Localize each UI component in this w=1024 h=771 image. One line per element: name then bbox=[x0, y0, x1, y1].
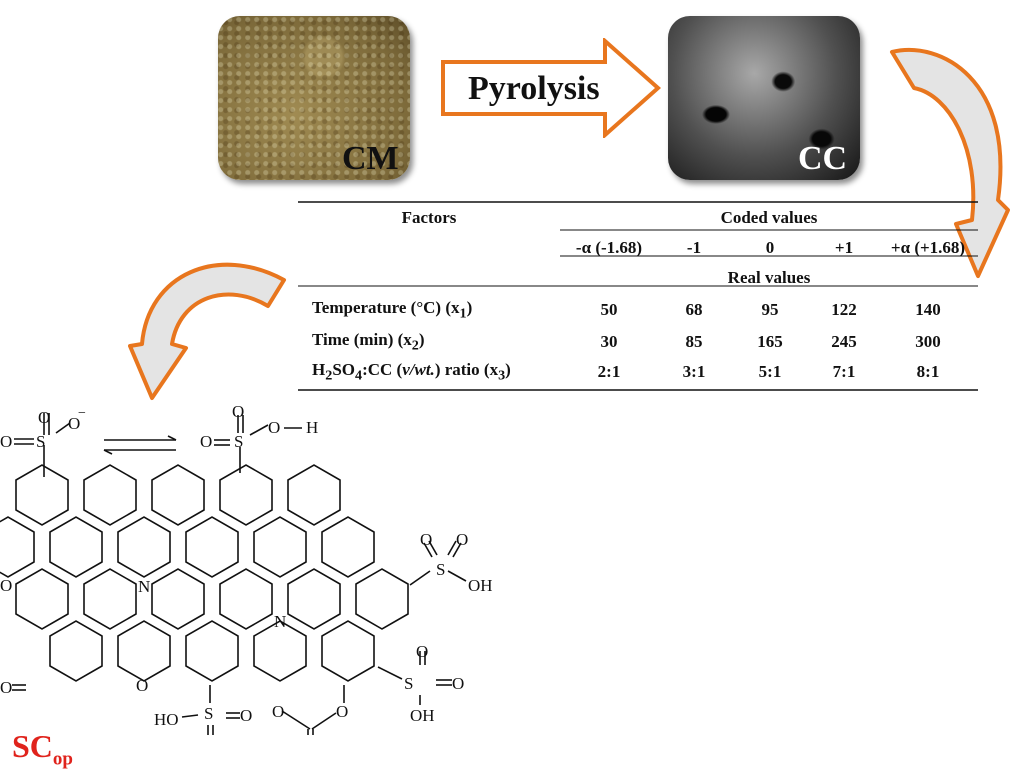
atom-label: O bbox=[200, 432, 212, 451]
factor-label: H2SO4:CC (v/wt.) ratio (x3) bbox=[298, 357, 560, 387]
real-values-row: Real values bbox=[298, 263, 978, 293]
carbon-label: CC bbox=[798, 142, 847, 176]
hexagon-ring bbox=[220, 465, 272, 525]
atom-label: O bbox=[136, 676, 148, 695]
atom-label: O bbox=[336, 702, 348, 721]
hexagon-ring bbox=[118, 517, 170, 577]
table-cell: 122 bbox=[810, 293, 878, 327]
hexagon-ring bbox=[0, 517, 34, 577]
atom-label: O bbox=[0, 678, 12, 697]
table-cell: 50 bbox=[560, 293, 658, 327]
curved-arrow-left bbox=[108, 244, 288, 404]
factor-label: Time (min) (x2) bbox=[298, 327, 560, 357]
atom-label: O bbox=[240, 706, 252, 725]
hexagon-ring bbox=[288, 569, 340, 629]
atom-label: O bbox=[416, 642, 428, 661]
hexagon-ring bbox=[50, 621, 102, 681]
raw-material-label: CM bbox=[342, 142, 399, 176]
table-cell: 245 bbox=[810, 327, 878, 357]
atom-label: O bbox=[0, 432, 12, 451]
table-cell: 68 bbox=[658, 293, 730, 327]
hexagon-ring bbox=[322, 621, 374, 681]
table-row: Time (min) (x2) 30 85 165 245 300 bbox=[298, 327, 978, 357]
atom-label: O bbox=[452, 674, 464, 693]
table-cell: 7:1 bbox=[810, 357, 878, 387]
factors-table: Factors Coded values -α (-1.68) -1 0 +1 … bbox=[298, 203, 978, 387]
atom-label: O bbox=[420, 530, 432, 549]
atom-label: N bbox=[274, 612, 286, 631]
atom-label: O bbox=[232, 402, 244, 421]
hexagon-ring bbox=[322, 517, 374, 577]
factor-label: Temperature (°C) (x1) bbox=[298, 293, 560, 327]
hexagon-ring bbox=[152, 465, 204, 525]
atom-label: OH bbox=[410, 706, 435, 725]
hexagon-ring bbox=[220, 569, 272, 629]
hexagon-ring bbox=[50, 517, 102, 577]
atom-label: OH bbox=[468, 576, 493, 595]
table-cell: 30 bbox=[560, 327, 658, 357]
table-row: H2SO4:CC (v/wt.) ratio (x3) 2:1 3:1 5:1 … bbox=[298, 357, 978, 387]
atom-label: S bbox=[436, 560, 445, 579]
table-row: Temperature (°C) (x1) 50 68 95 122 140 bbox=[298, 293, 978, 327]
atom-label: N bbox=[138, 577, 150, 596]
carbon-photo: CC bbox=[668, 16, 860, 180]
atom-label: O bbox=[456, 530, 468, 549]
hexagon-ring bbox=[16, 569, 68, 629]
real-values-header: Real values bbox=[560, 263, 978, 293]
atom-label: O bbox=[38, 408, 50, 427]
table-cell: 2:1 bbox=[560, 357, 658, 387]
atom-label: S bbox=[404, 674, 413, 693]
atom-charge: − bbox=[78, 406, 86, 421]
atom-label: S bbox=[204, 704, 213, 723]
atom-label: O bbox=[268, 418, 280, 437]
hexagon-ring bbox=[356, 569, 408, 629]
coded-level: -1 bbox=[658, 233, 730, 263]
hexagon-ring bbox=[186, 517, 238, 577]
raw-material-photo: CM bbox=[218, 16, 410, 180]
coded-levels-row: -α (-1.68) -1 0 +1 +α (+1.68) bbox=[298, 233, 978, 263]
factors-header: Factors bbox=[298, 203, 560, 233]
hexagon-ring bbox=[254, 517, 306, 577]
atom-label: HO bbox=[154, 710, 179, 729]
table-cell: 95 bbox=[730, 293, 810, 327]
table-cell: 5:1 bbox=[730, 357, 810, 387]
hexagon-ring bbox=[288, 465, 340, 525]
table-cell: 3:1 bbox=[658, 357, 730, 387]
coded-level: +α (+1.68) bbox=[878, 233, 978, 263]
hexagon-ring bbox=[84, 569, 136, 629]
hexagon-ring bbox=[186, 621, 238, 681]
atom-label: H bbox=[306, 418, 318, 437]
hexagon-lattice bbox=[0, 465, 408, 681]
hexagon-ring bbox=[16, 465, 68, 525]
atom-label: O bbox=[272, 702, 284, 721]
hexagon-ring bbox=[84, 465, 136, 525]
table-cell: 8:1 bbox=[878, 357, 978, 387]
coded-level: -α (-1.68) bbox=[560, 233, 658, 263]
process-label: Pyrolysis bbox=[468, 72, 600, 106]
table-header-row: Factors Coded values bbox=[298, 203, 978, 233]
table-cell: 85 bbox=[658, 327, 730, 357]
sulfonated-carbon-structure: O O S O − O O S O H O O S OH N N O O O O… bbox=[0, 395, 520, 735]
atom-label: S bbox=[234, 432, 243, 451]
table-cell: 165 bbox=[730, 327, 810, 357]
hexagon-ring bbox=[152, 569, 204, 629]
product-label: SCop bbox=[12, 730, 73, 768]
table-cell: 300 bbox=[878, 327, 978, 357]
table-cell: 140 bbox=[878, 293, 978, 327]
atom-label: S bbox=[36, 432, 45, 451]
atom-label: O bbox=[202, 734, 214, 735]
coded-level: +1 bbox=[810, 233, 878, 263]
coded-level: 0 bbox=[730, 233, 810, 263]
atom-label: O bbox=[0, 576, 12, 595]
coded-values-header: Coded values bbox=[560, 203, 978, 233]
hexagon-ring bbox=[118, 621, 170, 681]
